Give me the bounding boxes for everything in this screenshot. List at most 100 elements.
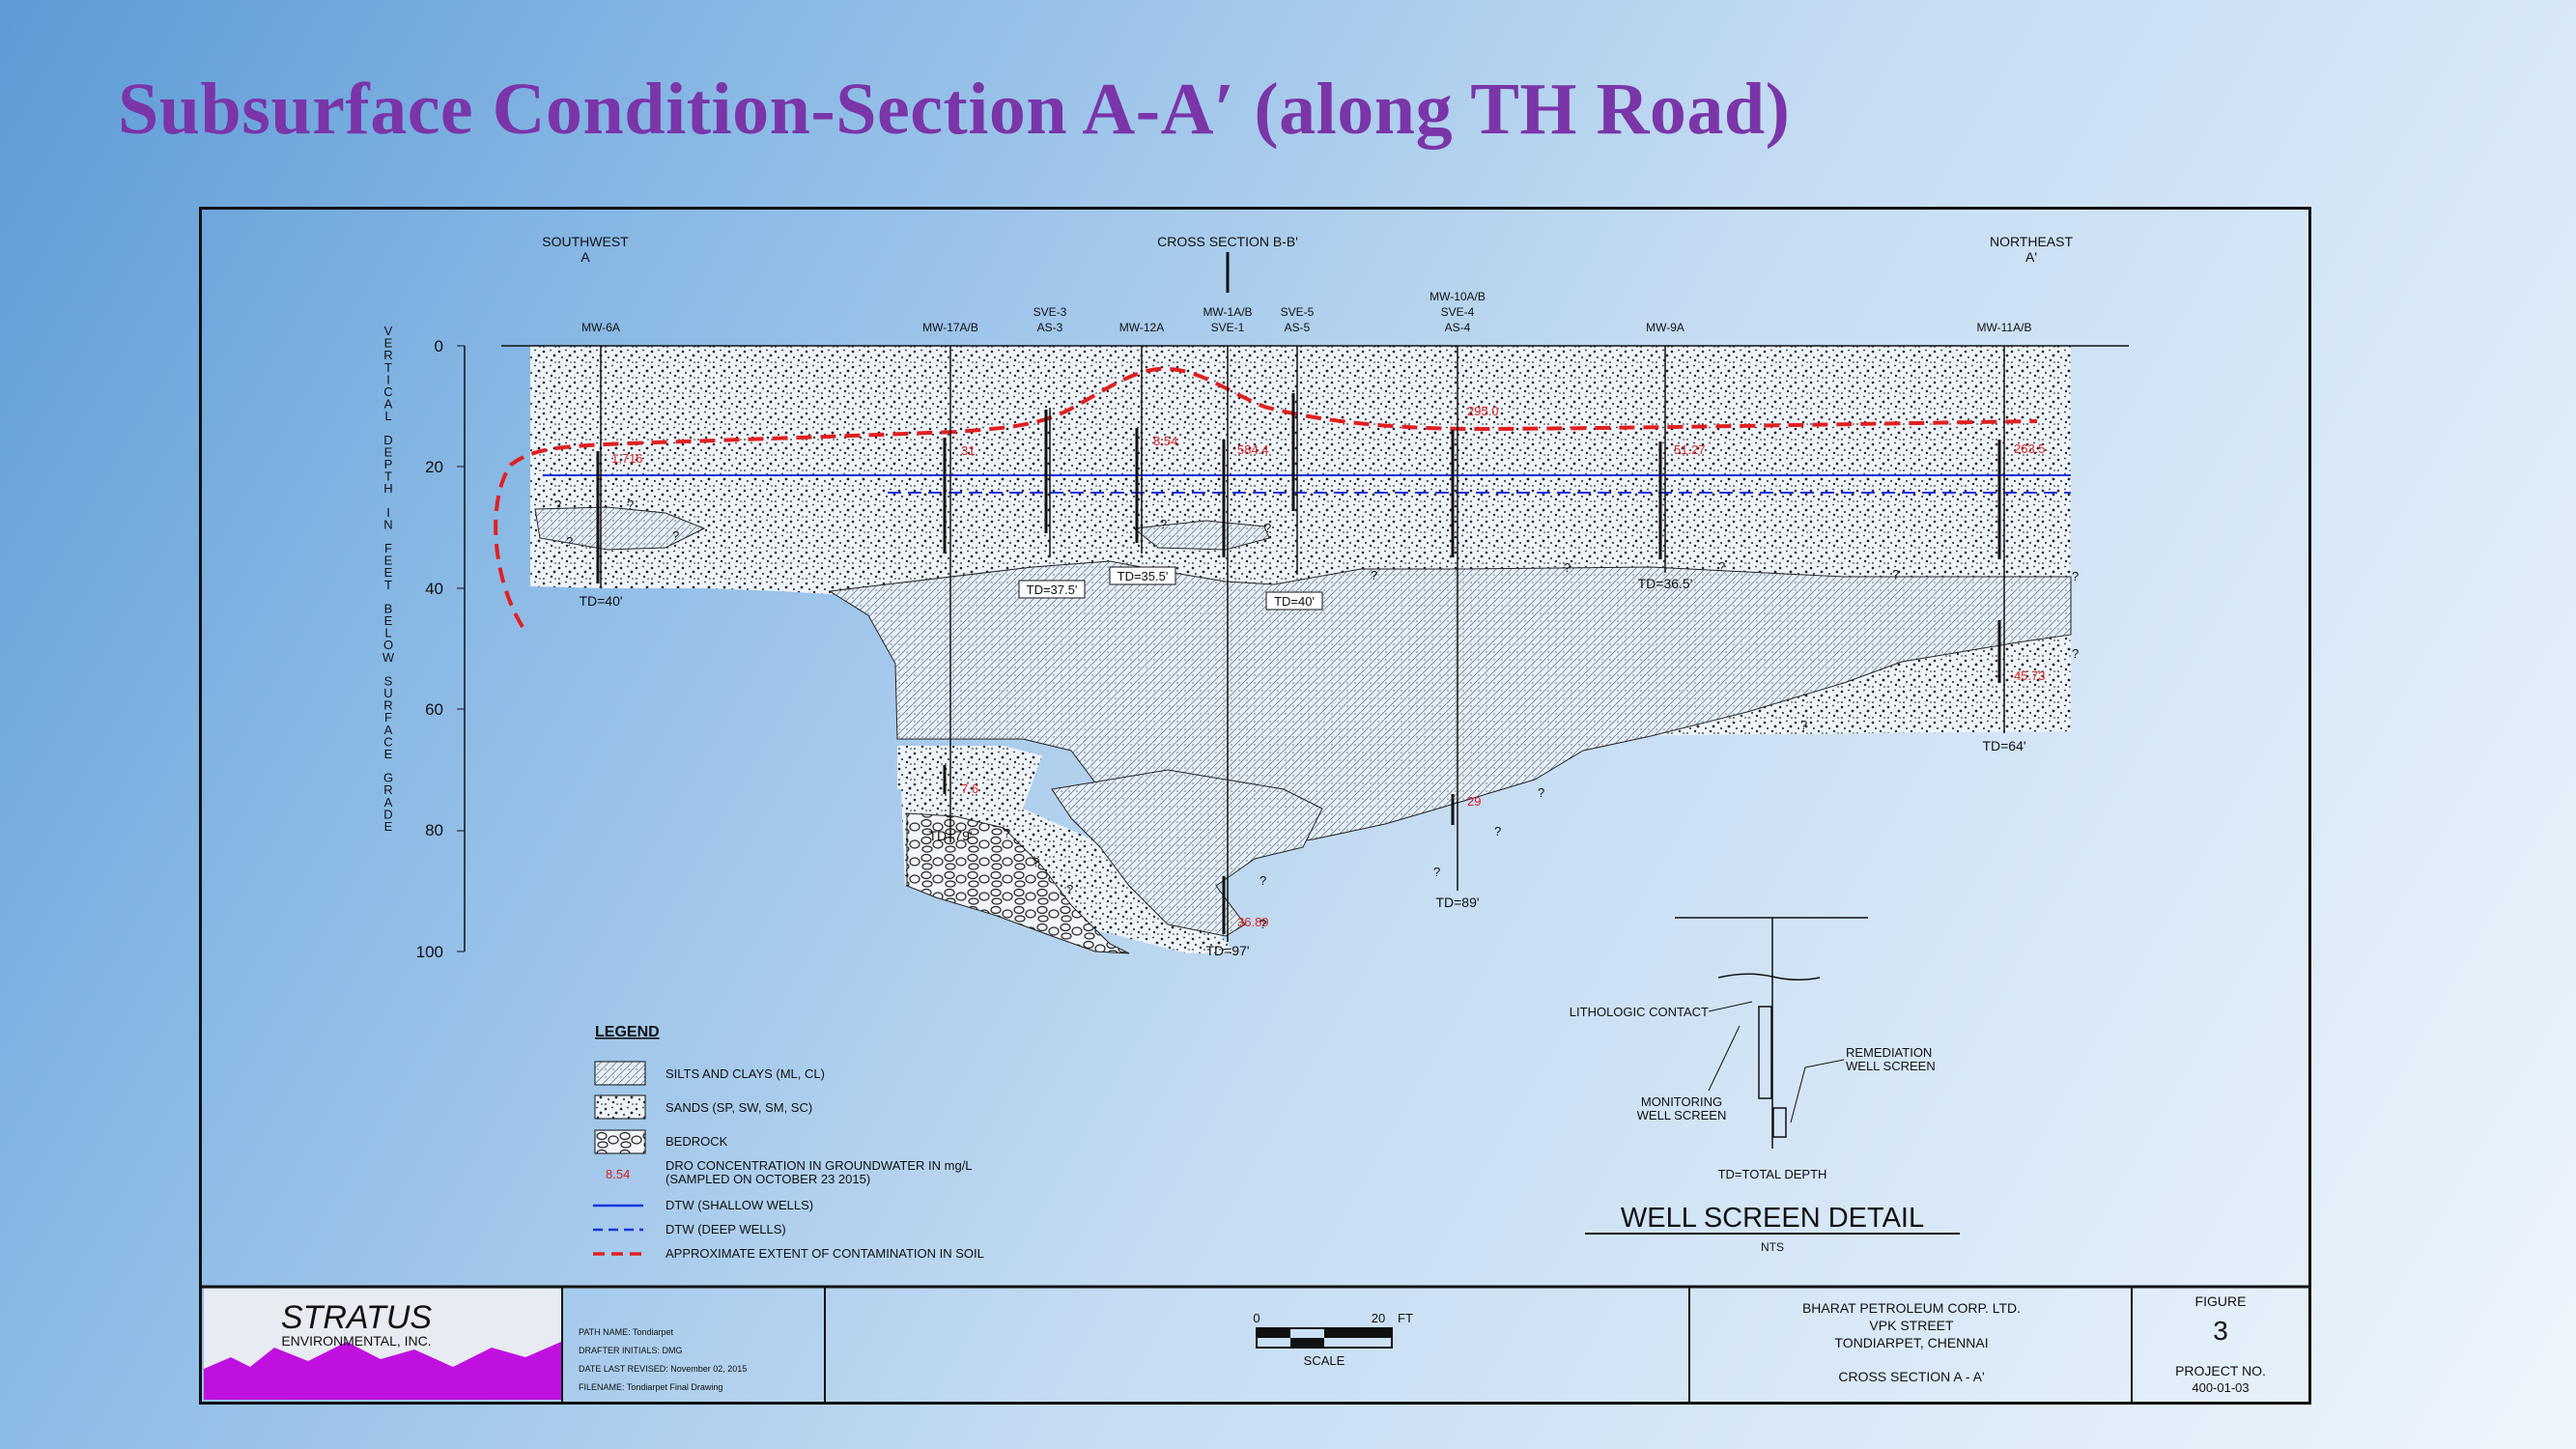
- well-label: MW-11A/B: [1977, 321, 2032, 334]
- depth-tick: 0: [435, 337, 443, 355]
- total-depth-label: TD=79': [928, 828, 972, 843]
- unknown-marker: ?: [1433, 865, 1440, 879]
- unknown-marker: ?: [1494, 824, 1501, 838]
- cross-section-svg: SOUTHWEST A CROSS SECTION B-B' NORTHEAST…: [202, 234, 2308, 1402]
- dro-concentration: 51.27: [1674, 442, 1706, 457]
- unknown-marker: ?: [1004, 826, 1010, 840]
- total-depth-label: TD=97': [1205, 943, 1249, 958]
- total-depth-label: TD=36.5': [1638, 576, 1693, 591]
- well-mw-6a: 1,716 TD=40': [579, 346, 643, 609]
- southwest-label: SOUTHWEST: [542, 234, 629, 249]
- silt-clay-swatch: [594, 1061, 646, 1086]
- scale-zero: 0: [1253, 1311, 1260, 1325]
- dro-concentration: 8.54: [1153, 434, 1177, 448]
- well-mw-1ab: 584.4 36.89 TD=97': [1205, 346, 1269, 958]
- well-mw-11ab: 263.5 45.73 TD=64': [1982, 346, 2046, 753]
- scale-label: SCALE: [1304, 1353, 1345, 1368]
- total-depth-label: TD=89': [1435, 895, 1479, 910]
- depth-tick: 20: [425, 458, 443, 476]
- dro-concentration: 263.5: [2014, 441, 2046, 456]
- total-depth-label: TD=37.5': [1027, 582, 1078, 597]
- total-depth-label: TD=35.5': [1118, 569, 1169, 583]
- dro-concentration-deep: 45.73: [2014, 668, 2046, 683]
- unknown-marker: ?: [1371, 568, 1377, 582]
- legend-label: SANDS (SP, SW, SM, SC): [665, 1100, 812, 1115]
- scale-twenty: 20: [1372, 1311, 1385, 1325]
- well-mw-9a: 51.27 TD=36.5': [1638, 346, 1706, 591]
- lithologic-contact-label: LITHOLOGIC CONTACT: [1570, 1005, 1709, 1019]
- cross-section-drawing: SOUTHWEST A CROSS SECTION B-B' NORTHEAST…: [199, 207, 2311, 1405]
- legend-label: SILTS AND CLAYS (ML, CL): [665, 1066, 825, 1081]
- unknown-marker: ?: [566, 534, 573, 549]
- unknown-marker: ?: [554, 497, 561, 512]
- mountain-logo: [204, 1342, 561, 1400]
- well-screen-detail-subtitle: NTS: [1761, 1240, 1784, 1254]
- contamination-extent-line: [494, 366, 2038, 629]
- well-mw-17ab: 31 7.6 TD=79': [928, 346, 978, 843]
- well-label: MW-12A: [1119, 321, 1164, 334]
- well-screen-detail: LITHOLOGIC CONTACT REMEDIATION WELL SCRE…: [1570, 917, 1960, 1254]
- path-name: PATH NAME: Tondiarpet: [579, 1327, 674, 1337]
- company-name: STRATUS: [281, 1299, 432, 1336]
- total-depth-label: TD=40': [579, 593, 622, 609]
- well-label: SVE-3: [1033, 305, 1067, 319]
- total-depth-label: TD=64': [1982, 738, 2025, 753]
- title-block: STRATUS ENVIRONMENTAL, INC. PATH NAME: T…: [202, 1285, 2308, 1402]
- figure-label: FIGURE: [2195, 1293, 2247, 1309]
- unknown-marker: ?: [672, 528, 679, 543]
- depth-tick: 60: [425, 700, 443, 719]
- well-label: MW-6A: [581, 321, 620, 334]
- unknown-marker: ?: [1066, 882, 1073, 896]
- monitoring-label: MONITORING: [1641, 1094, 1722, 1109]
- dro-concentration: 31: [961, 443, 975, 458]
- well-sve-3: TD=37.5': [1018, 408, 1086, 599]
- remediation-label: REMEDIATION: [1846, 1045, 1932, 1060]
- unknown-marker: ?: [1892, 567, 1899, 582]
- date-last-revised: DATE LAST REVISED: November 02, 2015: [579, 1364, 747, 1374]
- bedrock-swatch: [594, 1129, 646, 1154]
- well-label: SVE-4: [1441, 305, 1475, 319]
- remediation-label: WELL SCREEN: [1846, 1059, 1936, 1073]
- project-number: 400-01-03: [2192, 1380, 2249, 1395]
- well-label: MW-1A/B: [1203, 305, 1252, 319]
- drawing-name: CROSS SECTION A - A': [1838, 1369, 1984, 1384]
- well-screen-detail-title: WELL SCREEN DETAIL: [1621, 1203, 1924, 1234]
- drafter-initials: DRAFTER INITIALS: DMG: [579, 1346, 683, 1355]
- dro-concentration: 295.0: [1467, 404, 1499, 418]
- project-label: PROJECT NO.: [2175, 1363, 2266, 1378]
- unknown-marker: ?: [1160, 517, 1167, 531]
- unknown-marker: ?: [1260, 917, 1266, 931]
- legend-label: DTW (DEEP WELLS): [665, 1222, 786, 1236]
- unknown-marker: ?: [2072, 646, 2079, 661]
- dro-concentration-deep: 36.89: [1237, 915, 1269, 929]
- scale-unit: FT: [1398, 1311, 1413, 1325]
- dro-concentration: 1,716: [611, 451, 643, 466]
- client-name: BHARAT PETROLEUM CORP. LTD.: [1802, 1300, 2021, 1316]
- unknown-marker: ?: [1264, 521, 1271, 535]
- total-depth-note: TD=TOTAL DEPTH: [1718, 1167, 1827, 1181]
- well-label: MW-10A/B: [1430, 290, 1486, 303]
- well-mw-10ab: 295.0 29 TD=89': [1435, 346, 1499, 910]
- sand-swatch: [594, 1094, 646, 1120]
- unknown-marker: ?: [1564, 560, 1571, 575]
- total-depth-label: TD=40': [1274, 594, 1315, 609]
- dro-concentration-deep: 7.6: [961, 781, 978, 796]
- legend-label: DTW (SHALLOW WELLS): [665, 1198, 813, 1212]
- legend-title: LEGEND: [595, 1024, 660, 1040]
- depth-tick: 80: [425, 821, 443, 839]
- well-label: MW-9A: [1646, 321, 1684, 334]
- unknown-marker: ?: [1718, 559, 1725, 574]
- legend-label: DRO CONCENTRATION IN GROUNDWATER IN mg/L: [665, 1158, 973, 1173]
- depth-tick: 100: [416, 943, 443, 961]
- dro-concentration-deep: 29: [1467, 794, 1481, 809]
- depth-axis: 0 20 40 60 80 100: [416, 337, 466, 961]
- unknown-marker: ?: [627, 497, 634, 512]
- uncertain-contact-markers: ? ? ? ? ? ? ? ? ? ? ? ? ? ? ? ? ? ? ? ? …: [554, 497, 2079, 931]
- silt-clay-lens: [534, 506, 706, 551]
- cross-section-bb-label: CROSS SECTION B-B': [1157, 234, 1298, 249]
- northeast-letter: A': [2025, 249, 2037, 265]
- silt-clay-layer: [1051, 769, 1323, 937]
- bedrock-layer: [906, 812, 1130, 954]
- legend-label: BEDROCK: [665, 1134, 728, 1149]
